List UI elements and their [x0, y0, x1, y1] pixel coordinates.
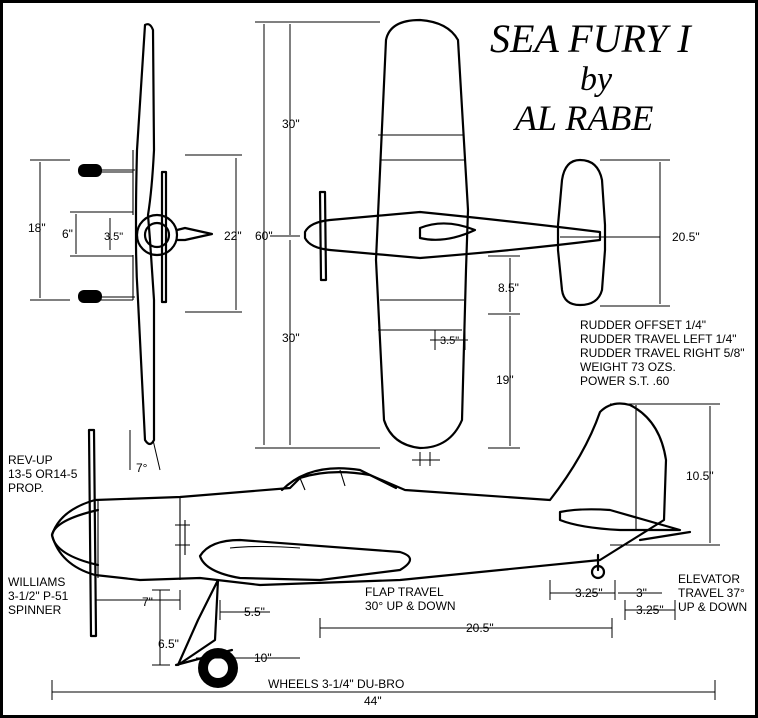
- note-spinner-3: SPINNER: [8, 603, 62, 617]
- dim-length: 44": [364, 694, 382, 708]
- dim-65: 6.5": [158, 637, 179, 651]
- three-view-drawing: SEA FURY I by AL RABE 18" 6" 3.5" 22" 7°: [8, 16, 747, 708]
- dim-205-fuse: 20.5": [466, 621, 494, 635]
- side-dims: 10.5" 7" 5.5" 6.5" 10" 20.5" 3.25" 3" 3.…: [51, 403, 720, 708]
- note-elevator-3: UP & DOWN: [678, 600, 747, 614]
- title-line-3: AL RABE: [513, 98, 653, 138]
- dim-3: 3": [636, 586, 647, 600]
- dim-325-b: 3.25": [636, 603, 664, 617]
- front-dims: 18" 6" 3.5" 22" 7°: [28, 154, 242, 475]
- front-view: [78, 23, 214, 446]
- dim-dihedral: 7°: [136, 461, 148, 475]
- spec-weight: WEIGHT 73 OZS.: [580, 360, 676, 374]
- dim-wing-span: 60": [255, 229, 273, 243]
- dim-6: 6": [62, 227, 73, 241]
- notes: REV-UP 13-5 OR14-5 PROP. WILLIAMS 3-1/2"…: [8, 453, 747, 691]
- dim-10: 10": [254, 651, 272, 665]
- note-spinner-1: WILLIAMS: [8, 575, 65, 589]
- dim-85: 8.5": [498, 281, 519, 295]
- dim-wing-half-top: 30": [282, 117, 300, 131]
- note-flap-2: 30° UP & DOWN: [365, 599, 456, 613]
- dim-7: 7": [142, 595, 153, 609]
- side-view: [50, 402, 692, 688]
- spec-power: POWER S.T. .60: [580, 374, 670, 388]
- dim-19: 19": [496, 373, 514, 387]
- note-spinner-2: 3-1/2" P-51: [8, 589, 69, 603]
- dim-35-front: 3.5": [104, 231, 123, 243]
- top-view: [303, 18, 660, 450]
- title-line-2: by: [580, 61, 613, 98]
- dim-stab-span: 20.5": [672, 230, 700, 244]
- dim-gear-track: 18": [28, 221, 46, 235]
- span-dims: 30" 60" 30": [255, 21, 380, 449]
- dim-35-side: 3.5": [440, 335, 459, 347]
- dim-22: 22": [224, 229, 242, 243]
- specs-block: RUDDER OFFSET 1/4" RUDDER TRAVEL LEFT 1/…: [580, 318, 745, 388]
- title-line-1: SEA FURY I: [490, 16, 692, 61]
- dim-325-a: 3.25": [575, 586, 603, 600]
- dim-55: 5.5": [244, 605, 265, 619]
- note-elevator-2: TRAVEL 37°: [678, 586, 745, 600]
- note-revup-3: PROP.: [8, 481, 44, 495]
- note-revup-2: 13-5 OR14-5: [8, 467, 78, 481]
- note-wheels: WHEELS 3-1/4" DU-BRO: [268, 677, 404, 691]
- note-elevator-1: ELEVATOR: [678, 572, 740, 586]
- dim-fin-height: 10.5": [686, 469, 714, 483]
- note-flap-1: FLAP TRAVEL: [365, 585, 444, 599]
- top-dims: 20.5" 8.5" 3.5" 19": [412, 159, 700, 466]
- spec-rudder-left: RUDDER TRAVEL LEFT 1/4": [580, 332, 737, 346]
- dim-wing-half-bottom: 30": [282, 331, 300, 345]
- spec-rudder-right: RUDDER TRAVEL RIGHT 5/8": [580, 346, 745, 360]
- spec-rudder-offset: RUDDER OFFSET 1/4": [580, 318, 706, 332]
- note-revup-1: REV-UP: [8, 453, 53, 467]
